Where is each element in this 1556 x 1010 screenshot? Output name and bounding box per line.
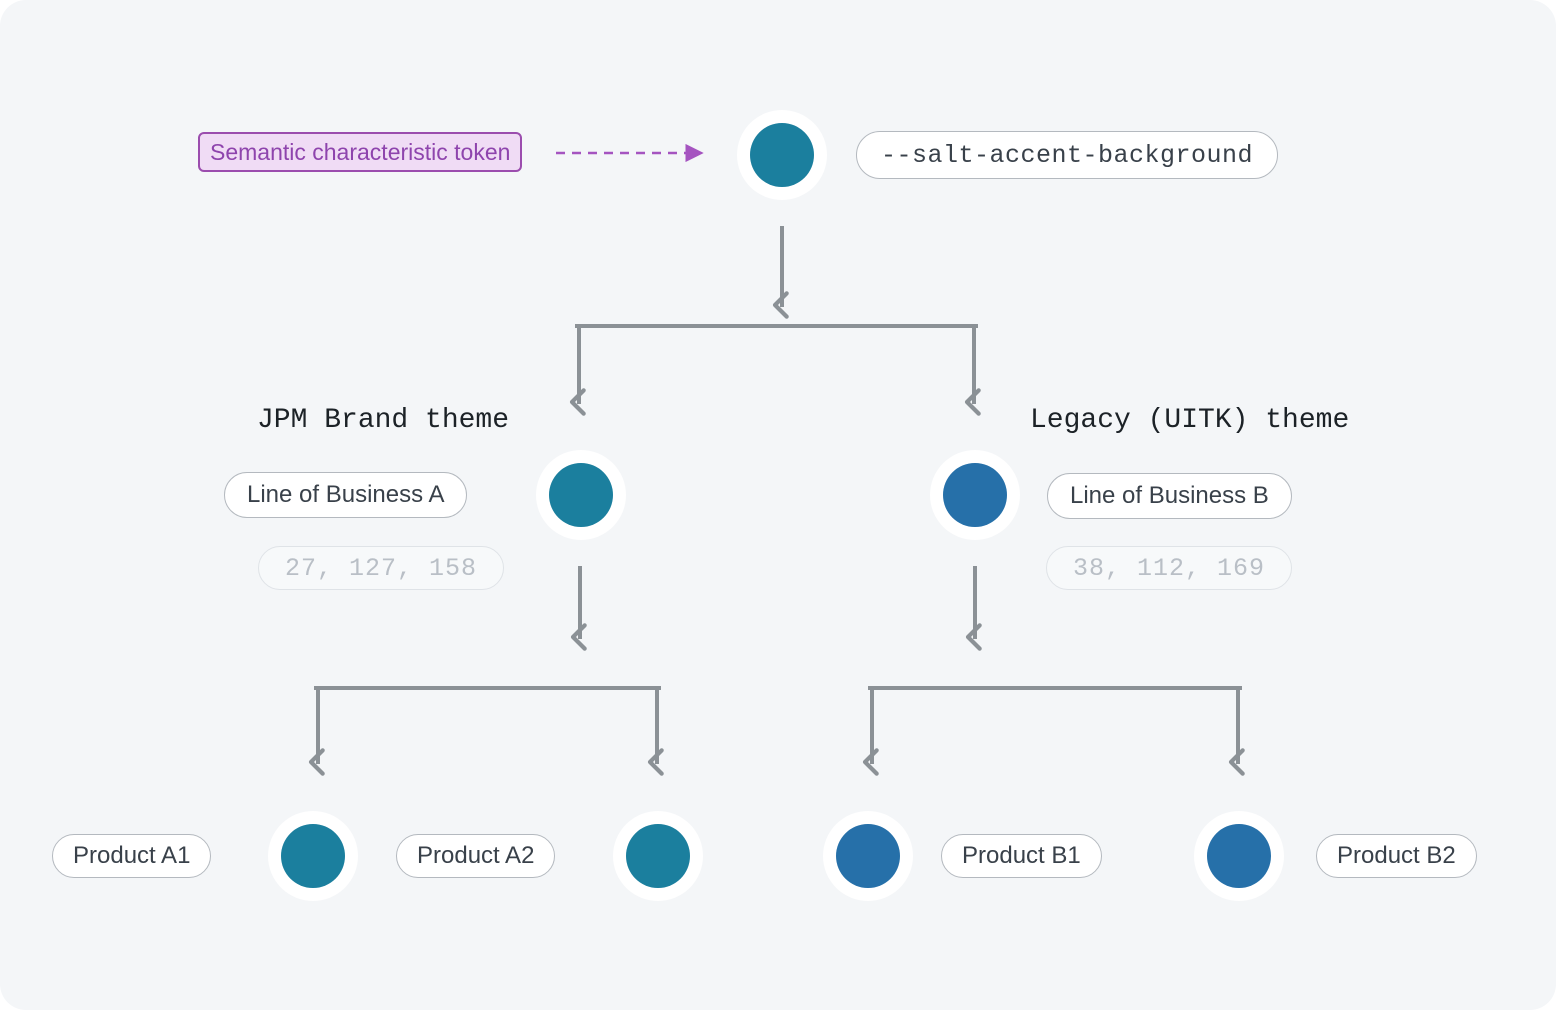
line-of-business-b-label: Line of Business B — [1070, 482, 1269, 509]
product-a2-swatch-disc — [625, 823, 691, 889]
product-a1-label: Product A1 — [73, 842, 191, 869]
product-b2-color-swatch[interactable] — [1194, 811, 1284, 901]
line-of-business-a-swatch-disc — [548, 462, 614, 528]
line-of-business-a-label: Line of Business A — [247, 481, 445, 508]
product-a1-swatch-disc — [280, 823, 346, 889]
line-of-business-b-color-swatch[interactable] — [930, 450, 1020, 540]
product-b2-swatch-disc — [1206, 823, 1272, 889]
line-of-business-b-swatch-disc — [942, 462, 1008, 528]
root-token-name: --salt-accent-background — [881, 140, 1254, 170]
line-of-business-a-rgb-value: 27, 127, 158 — [285, 553, 478, 583]
line-of-business-a-color-swatch[interactable] — [536, 450, 626, 540]
line-of-business-a-pill[interactable]: Line of Business A — [224, 472, 468, 518]
product-a2-label: Product A2 — [417, 842, 535, 869]
semantic-characteristic-token-callout: Semantic characteristic token — [198, 132, 523, 172]
product-b1-color-swatch[interactable] — [823, 811, 913, 901]
product-a1-pill[interactable]: Product A1 — [52, 834, 212, 878]
callout-label: Semantic characteristic token — [210, 138, 511, 165]
edge-jpm-to-products — [308, 566, 664, 776]
root-color-swatch[interactable] — [737, 110, 827, 200]
line-of-business-b-pill[interactable]: Line of Business B — [1047, 473, 1292, 519]
product-b1-swatch-disc — [835, 823, 901, 889]
line-of-business-a-rgb-pill: 27, 127, 158 — [258, 546, 505, 590]
product-b2-label: Product B2 — [1337, 842, 1456, 869]
theme-label-jpm-brand: JPM Brand theme — [257, 405, 510, 436]
theme-label-legacy-uitk: Legacy (UITK) theme — [1030, 405, 1350, 436]
product-b2-pill[interactable]: Product B2 — [1316, 834, 1477, 878]
root-token-name-pill[interactable]: --salt-accent-background — [856, 131, 1279, 179]
edge-root-to-split — [569, 226, 981, 416]
product-a2-color-swatch[interactable] — [613, 811, 703, 901]
product-b1-pill[interactable]: Product B1 — [941, 834, 1102, 878]
edge-legacy-to-products — [862, 566, 1245, 776]
line-of-business-b-rgb-pill: 38, 112, 169 — [1046, 546, 1293, 590]
product-b1-label: Product B1 — [962, 842, 1081, 869]
line-of-business-b-rgb-value: 38, 112, 169 — [1073, 553, 1266, 583]
product-a1-color-swatch[interactable] — [268, 811, 358, 901]
root-swatch-disc — [749, 122, 815, 188]
product-a2-pill[interactable]: Product A2 — [396, 834, 556, 878]
